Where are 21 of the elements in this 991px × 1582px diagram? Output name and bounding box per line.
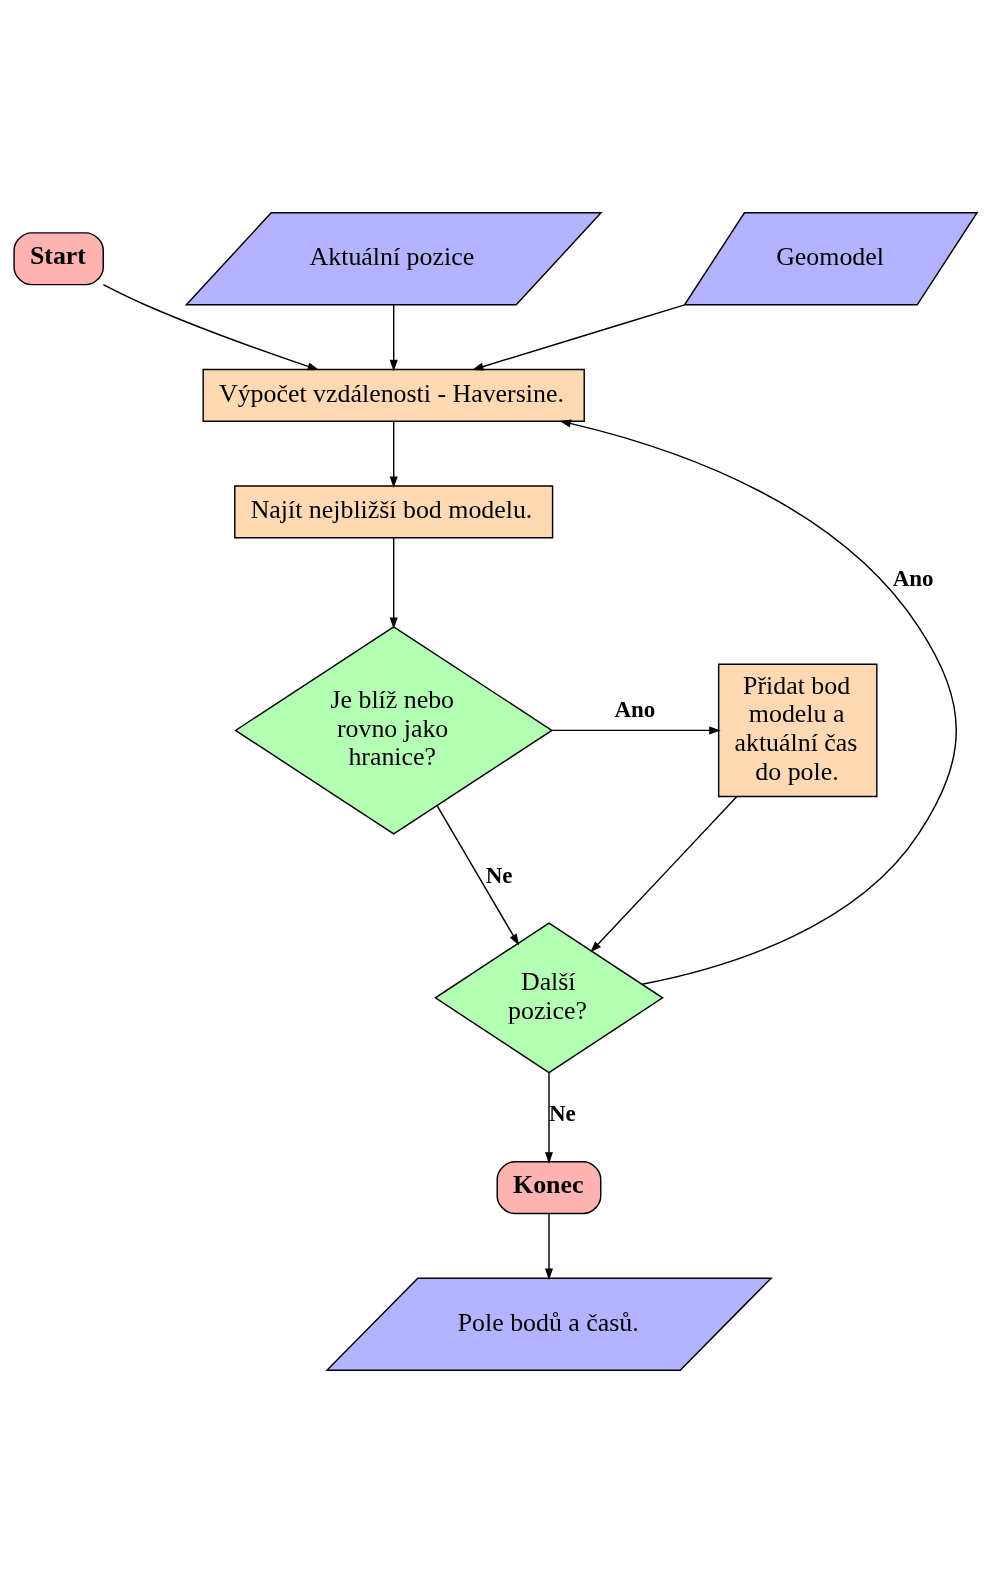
node-box: Výpočet vzdálenosti - Haversine.: [202, 368, 585, 422]
arrow: [590, 795, 738, 953]
arrow: [102, 283, 320, 370]
edge-label: Ano: [892, 565, 934, 591]
arrow: [389, 303, 398, 371]
arrow: [436, 805, 520, 945]
node-diamond: Další pozice?: [434, 921, 664, 1073]
arrow: [559, 419, 957, 985]
node-box: Konec: [496, 1160, 602, 1214]
arrow: [472, 303, 686, 370]
node-box: Přidat bod modelu a aktuální čas do pole.: [717, 663, 878, 797]
edge-label: Ne: [485, 862, 513, 888]
node-box: Najít nejbližší bod modelu.: [234, 484, 554, 538]
arrow: [551, 725, 721, 734]
arrow: [544, 1071, 554, 1164]
node-diamond: Je blíž nebo rovno jako hranice?: [234, 625, 554, 835]
edge-label: Ano: [614, 696, 656, 722]
arrow: [389, 536, 398, 629]
node-box: Start: [13, 231, 104, 285]
arrow: [389, 420, 398, 488]
arrow: [544, 1212, 554, 1280]
